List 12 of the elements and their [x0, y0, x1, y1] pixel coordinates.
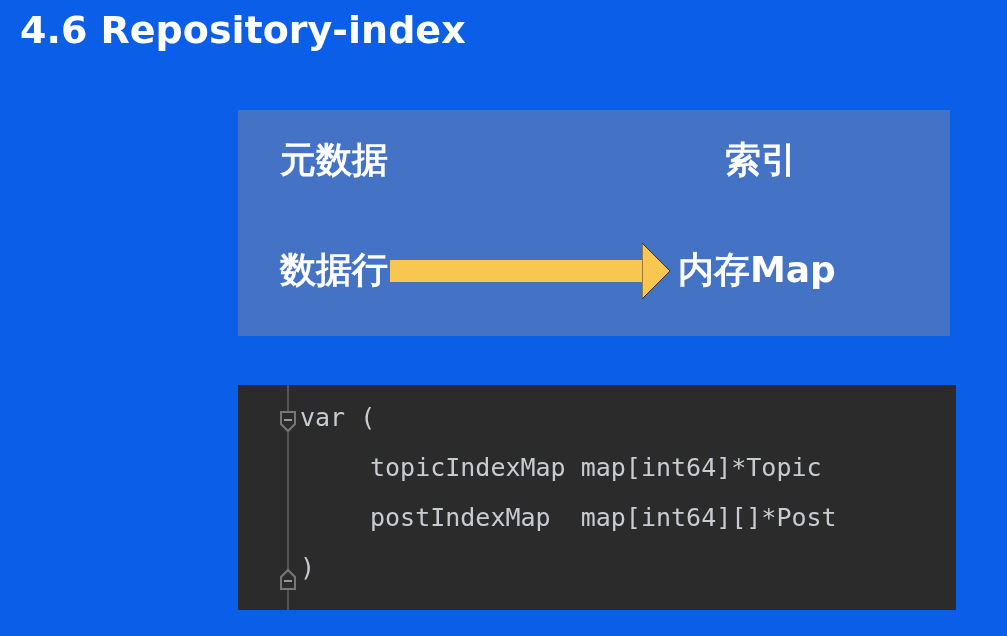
- code-line: topicIndexMap map[int64]*Topic: [370, 453, 822, 482]
- code-block: [238, 385, 956, 610]
- code-line: var (: [300, 403, 376, 432]
- column-heading: 元数据: [280, 138, 388, 182]
- column-heading: 索引: [725, 138, 797, 182]
- data-row-text: 数据行: [280, 246, 390, 296]
- content-panel: [238, 110, 950, 336]
- slide-title: 4.6 Repository-index: [20, 8, 466, 52]
- code-line: postIndexMap map[int64][]*Post: [370, 503, 837, 532]
- memory-map-text: 内存Map: [678, 246, 853, 296]
- code-line: ): [300, 553, 316, 582]
- arrow: [390, 242, 671, 300]
